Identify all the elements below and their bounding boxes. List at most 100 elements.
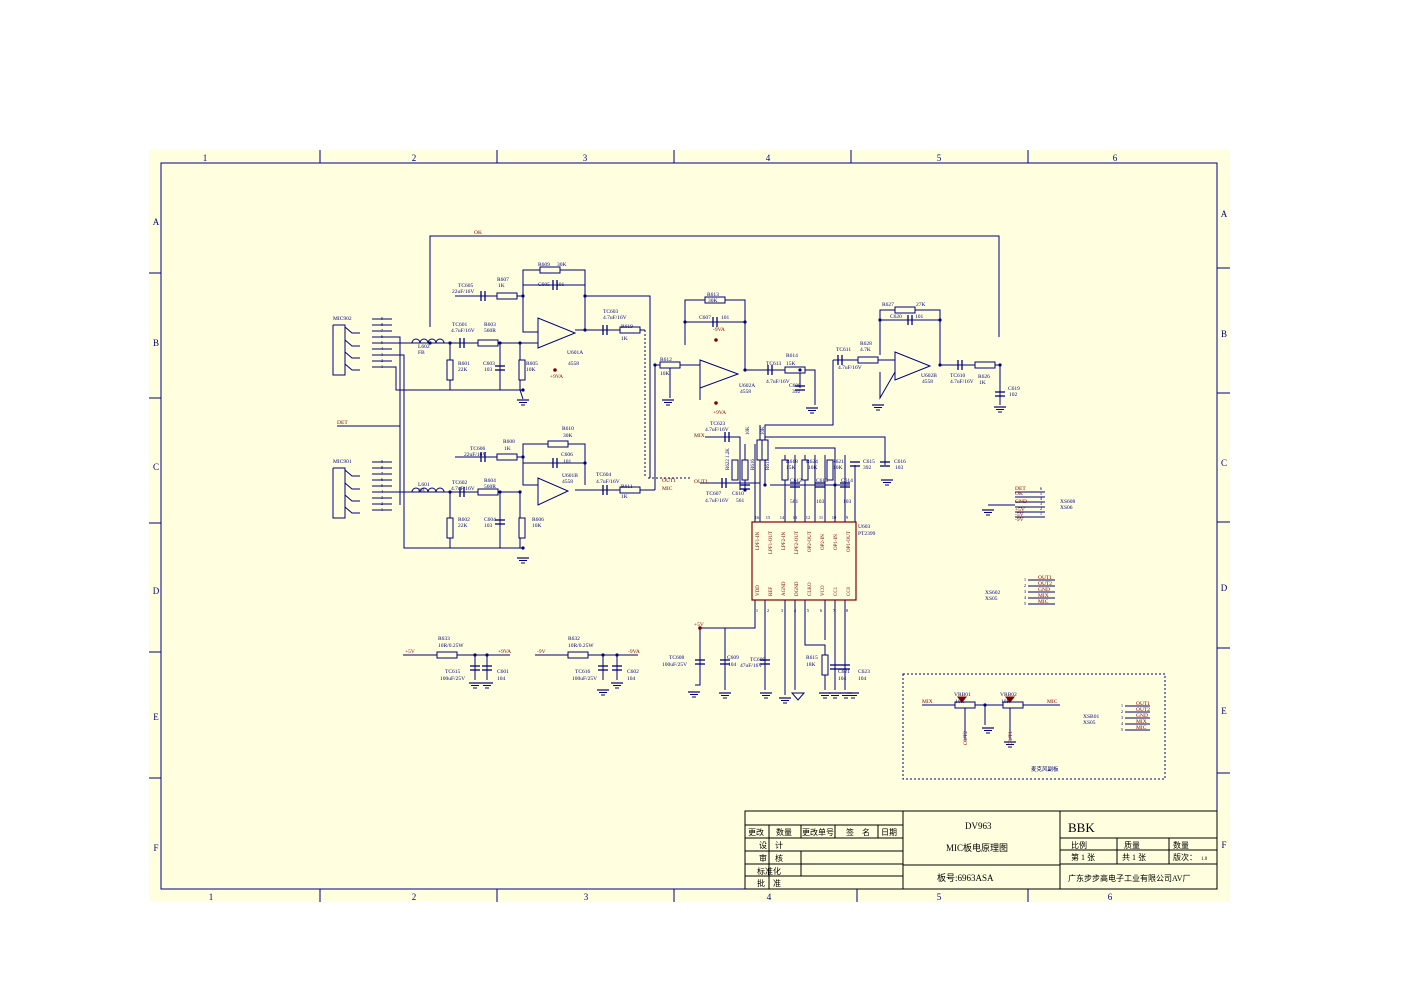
border-row-a-left: A <box>153 217 160 227</box>
r611-value: 1K <box>621 494 628 500</box>
xs602-sub: XS05 <box>985 596 998 602</box>
ic-pin-vco: VCO <box>821 585 826 596</box>
tb-brand: BBK <box>1068 820 1095 835</box>
xsb01-net-gnd: GND <box>1136 713 1148 719</box>
r621-value: 10K <box>833 465 843 471</box>
xs608-pin-2: 2 <box>1040 506 1042 511</box>
vrb01-ref: VRB01 <box>954 692 971 698</box>
u601a-ref: U601A <box>567 350 583 356</box>
c608-value: 392 <box>792 389 801 395</box>
border-row-d-right: D <box>1221 583 1228 593</box>
u602b-value: 4558 <box>922 379 933 385</box>
c623-ref: C623 <box>858 669 870 675</box>
jack-901-pin-6: 6 <box>381 477 384 482</box>
net-label-plus5v-ic: +5V <box>694 622 704 628</box>
r609-value: 30K <box>557 262 567 268</box>
c619-value: 102 <box>1009 392 1018 398</box>
xsb01-pin-4: 4 <box>1121 721 1124 726</box>
r603-ref: R603 <box>484 322 496 328</box>
c605-ref: C605 <box>538 282 550 288</box>
ic-u603-body <box>751 521 857 601</box>
tc609-value: 47uF/16V <box>740 663 762 669</box>
ic-pin-ref: REF <box>769 587 774 596</box>
c616-ref: C616 <box>894 459 906 465</box>
u602a-value: 4558 <box>740 389 751 395</box>
ic-pin-cc1: CC1 <box>834 586 839 596</box>
analog-ground-symbol <box>790 692 806 701</box>
tc603-ref: TC603 <box>603 309 619 315</box>
border-col-1-bottom: 1 <box>209 892 214 902</box>
net-label-plus9va-u601: +9VA <box>550 374 563 380</box>
tc605-value: 22uF/16V <box>452 289 474 295</box>
ic-pin-op1-in: OP1-IN <box>834 534 839 550</box>
r607-ref: R607 <box>497 277 509 283</box>
r608-ref: R608 <box>503 439 515 445</box>
ic-pin-num-9: 9 <box>846 515 849 520</box>
tc601-value: 4.7uF/16V <box>451 328 475 334</box>
xs602-ref: XS602 <box>985 590 1001 596</box>
tb-rev-header-qty: 数量 <box>776 827 792 837</box>
tb-rev-header-order: 更改单号 <box>802 827 834 837</box>
tc615-value: 100uF/25V <box>440 676 465 682</box>
tc606-value: 22uF/16V <box>464 452 486 458</box>
r626-ref: R626 <box>978 374 990 380</box>
tb-attr-mass: 质量 <box>1124 840 1140 850</box>
xs602-net-mic: MIC <box>1038 599 1049 605</box>
tc615-ref: TC615 <box>445 669 461 675</box>
sub-board-outline <box>902 673 1166 780</box>
c606-ref: C606 <box>561 452 573 458</box>
r613-value: 30K <box>708 298 718 304</box>
tc609-ref: TC609 <box>750 657 766 663</box>
tc613-ref: TC613 <box>766 361 782 367</box>
r624-ref: R624 <box>806 459 818 465</box>
r627-ref: R627 <box>882 302 894 308</box>
r610-value: 30K <box>563 433 573 439</box>
ic-pin-num-15: 15 <box>766 515 771 520</box>
xs608-pin-3: 3 <box>1040 501 1043 506</box>
r622-ref: R622 <box>726 459 731 470</box>
ic-pin-clko: CLKO <box>808 582 813 596</box>
jack-902-pin-2: 2 <box>381 358 383 363</box>
tb-version-label: 版次： <box>1173 852 1197 862</box>
c604-value: 103 <box>484 523 493 529</box>
tc616-ref: TC616 <box>575 669 591 675</box>
ic-pin-num-3: 3 <box>781 608 784 613</box>
r604-value: 560R <box>484 484 496 490</box>
tc611-ref: TC611 <box>836 347 851 353</box>
net-label-minus9va-filter: -9VA <box>628 649 640 655</box>
u601a-value: 4558 <box>568 361 579 367</box>
inductors <box>411 338 445 493</box>
xs602-pin-1: 1 <box>1024 577 1026 582</box>
c602-value: 104 <box>627 676 636 682</box>
jack-901-pin-3: 3 <box>381 495 384 500</box>
u603-value: PT2399 <box>858 531 876 537</box>
c607-value: 101 <box>721 315 730 321</box>
vrb01-value: 10K <box>955 699 965 705</box>
r601-value: 22K <box>458 367 468 373</box>
c606-value: 101 <box>563 459 572 465</box>
xs608-pin-5: 5 <box>1040 491 1043 496</box>
c613-ref: C613 <box>816 478 828 484</box>
xsb01-pin-5: 5 <box>1121 727 1124 732</box>
tc604-ref: TC604 <box>596 472 612 478</box>
border-col-5-bottom: 5 <box>937 892 942 902</box>
xs608-net-gnd: GND <box>1015 499 1027 505</box>
xsb01-ref: XSB01 <box>1083 714 1099 720</box>
r624-value: 10K <box>808 465 818 471</box>
ic-pin-num-5: 5 <box>807 608 810 613</box>
xsb01-net-out2: OUT2 <box>1136 707 1150 713</box>
tb-role-approve: 批 准 <box>757 878 781 888</box>
jack-902-pin-7: 7 <box>381 328 384 333</box>
border-row-f-left: F <box>153 843 158 853</box>
tb-role-standard: 标准化 <box>757 866 781 876</box>
ic-pin-op1-out: OP1-OUT <box>847 531 852 552</box>
r616-ref: R616 <box>751 459 756 470</box>
r617-ref: R617 <box>766 459 771 470</box>
c621-ref: C621 <box>838 669 850 675</box>
jack-902-pin-8: 8 <box>381 322 384 327</box>
jack-901-pin-5: 5 <box>381 483 384 488</box>
inner-frame <box>160 162 1218 890</box>
xsb01-sub: XS05 <box>1083 720 1096 726</box>
tc623-ref: TC623 <box>710 421 726 427</box>
r606-ref: R606 <box>532 517 544 523</box>
